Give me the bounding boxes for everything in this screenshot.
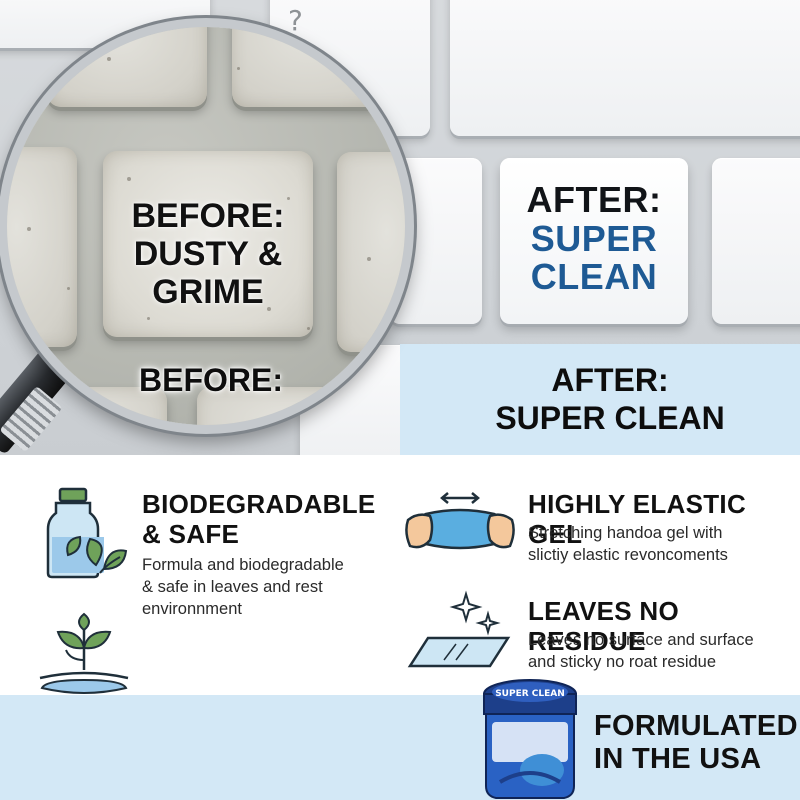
magnifying-glass-icon: BEFORE: DUSTY & GRIME	[0, 18, 414, 434]
after-key-clean: CLEAN	[530, 256, 658, 297]
feature-elastic-title: HIGHLY ELASTIC GEL	[528, 489, 747, 549]
feature-biodegradable-title-2: & SAFE	[142, 519, 240, 549]
formulated-usa-line1: FORMULATED	[594, 710, 798, 742]
feature-biodegradable-desc-3: environnment	[142, 600, 242, 618]
after-caption-sublabel: SUPER CLEAN	[495, 400, 725, 436]
keyboard-key-wide	[450, 0, 800, 136]
after-panel	[400, 344, 800, 455]
after-key-label: AFTER:	[526, 179, 662, 220]
bottle-leaves-icon	[46, 487, 128, 579]
after-clean-key: AFTER: SUPER CLEAN	[500, 158, 688, 324]
magnified-dusty-keys	[7, 27, 405, 425]
before-caption: BEFORE:	[139, 362, 283, 398]
dusty-key	[7, 147, 77, 347]
feature-residue-title: LEAVES NO RESIDUE	[528, 596, 680, 656]
feature-elastic-desc-2: slictiy elastic revoncoments	[528, 546, 728, 564]
features-section	[0, 455, 800, 695]
keyboard-key	[712, 158, 800, 324]
product-jar-image: SUPER CLEAN	[483, 679, 577, 799]
feature-biodegradable-desc-1: Formula and biodegradable	[142, 556, 344, 574]
before-key-grime: GRIME	[152, 273, 264, 311]
dusty-key	[232, 27, 402, 107]
after-key-super: SUPER	[530, 218, 658, 259]
plant-soil-icon	[39, 612, 129, 700]
sparkle-surface-icon	[407, 590, 511, 668]
feature-residue-desc-1: Leaves no surface and surface	[528, 631, 754, 649]
dusty-key	[197, 387, 397, 425]
before-key-dusty: DUSTY &	[133, 235, 283, 273]
bottom-band	[0, 695, 800, 800]
stretching-hands-icon	[405, 492, 515, 550]
formulated-usa-line2: IN THE USA	[594, 743, 762, 775]
feature-residue-desc-2: and sticky no roat residue	[528, 653, 717, 671]
dusty-key-main	[103, 151, 313, 337]
dusty-key	[337, 152, 405, 352]
feature-elastic-desc-1: Stretching handoa gel with	[528, 524, 723, 542]
before-key-text: BEFORE: DUSTY & GRIME	[103, 151, 313, 337]
feature-biodegradable-desc-2: & safe in leaves and rest	[142, 578, 323, 596]
dusty-key	[37, 387, 167, 425]
dusty-key	[47, 27, 207, 107]
after-caption: AFTER: SUPER CLEAN	[460, 362, 760, 438]
jar-label: SUPER CLEAN	[495, 689, 565, 699]
after-caption-label: AFTER:	[551, 362, 669, 398]
before-key-label: BEFORE:	[131, 197, 285, 235]
feature-biodegradable-title-1: BIODEGRADABLE	[142, 489, 376, 519]
